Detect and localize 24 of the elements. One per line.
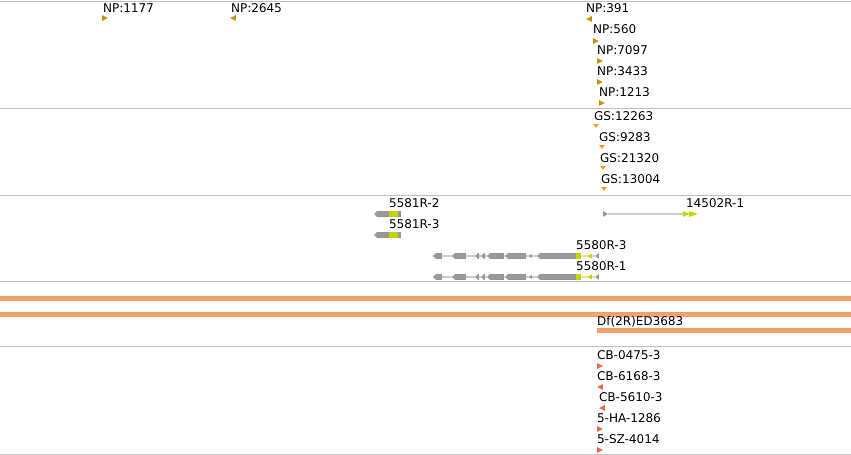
feature-label: 5-SZ-4014	[597, 433, 660, 446]
feature-label: NP:391	[586, 2, 630, 15]
feature-label: CB-0475-3	[597, 349, 660, 362]
feature-label: CB-5610-3	[599, 391, 662, 404]
feature-label: GS:13004	[601, 173, 660, 186]
feature-label: CB-6168-3	[597, 370, 660, 383]
feature-label: 5581R-3	[389, 218, 440, 231]
deficiency-bar	[0, 312, 851, 317]
feature-label: 5580R-1	[576, 260, 626, 273]
feature-label: GS:9283	[599, 131, 650, 144]
feature-label: NP:560	[593, 23, 636, 36]
feature-label: NP:7097	[597, 44, 648, 57]
feature-label: 14502R-1	[686, 197, 744, 210]
feature-label: NP:1177	[103, 2, 154, 15]
feature-label: 5-HA-1286	[597, 412, 661, 425]
feature-label: NP:2645	[231, 2, 282, 15]
feature-label: 5581R-2	[389, 197, 440, 210]
feature-label: NP:1213	[599, 86, 650, 99]
feature-label: NP:3433	[597, 65, 648, 78]
feature-label: GS:21320	[600, 152, 660, 165]
feature-label: 5580R-3	[576, 239, 626, 252]
deficiency-bar	[0, 296, 851, 301]
feature-label: GS:12263	[594, 110, 654, 123]
feature-label: Df(2R)ED3683	[597, 315, 684, 328]
